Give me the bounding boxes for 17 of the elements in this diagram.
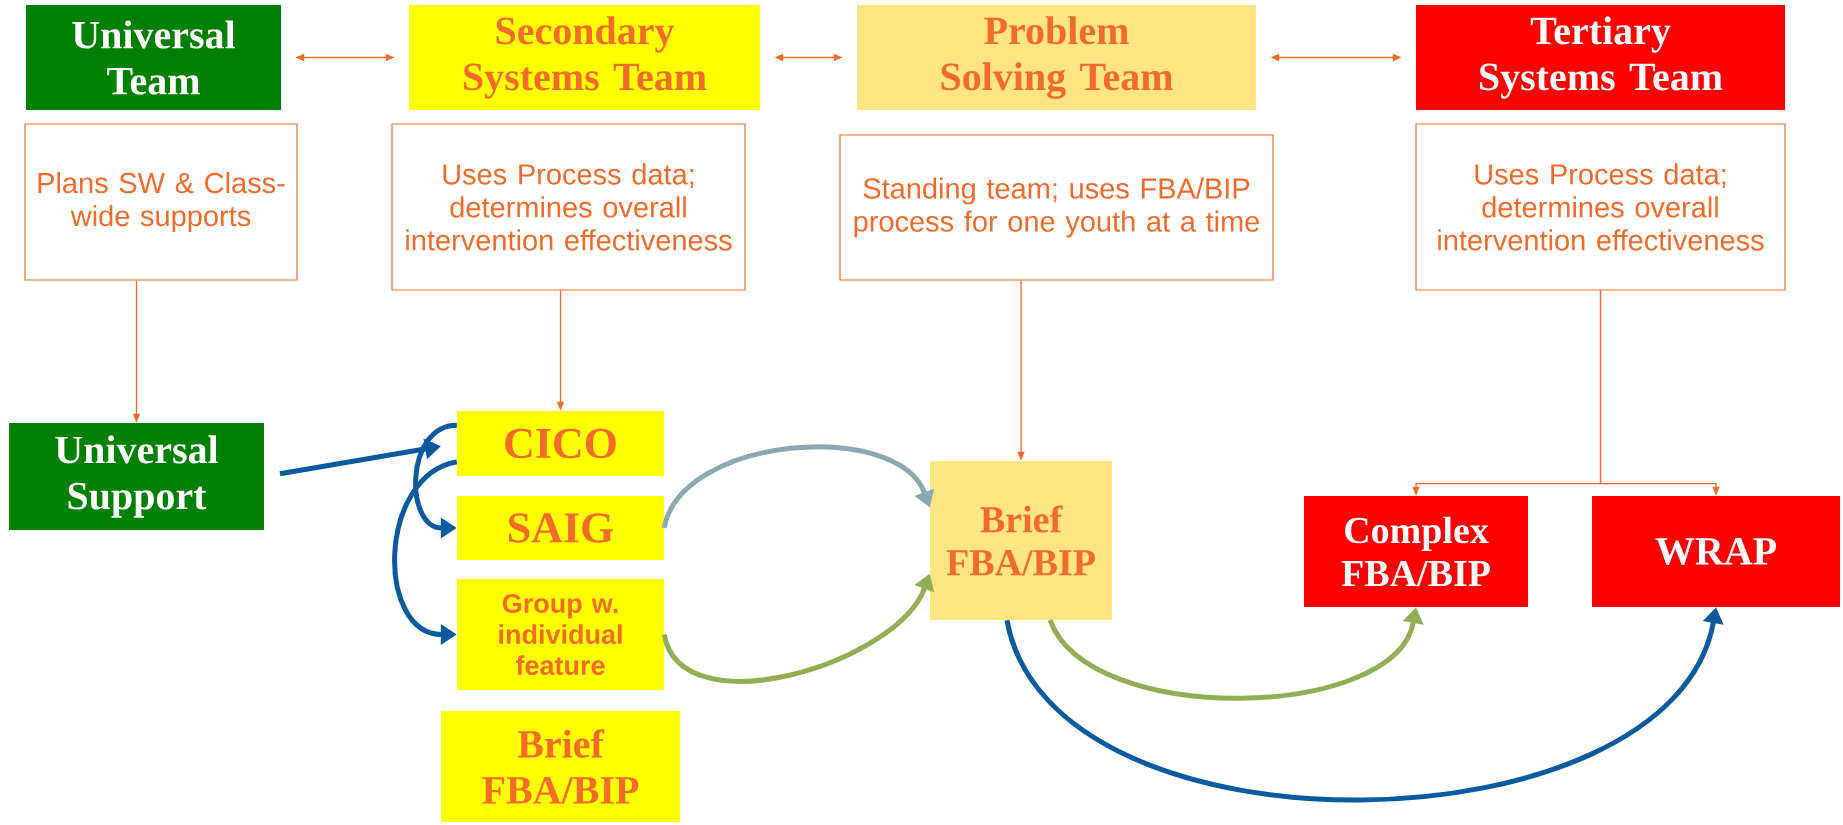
support-box: Universal Support xyxy=(9,423,264,530)
intervention-box: CICO xyxy=(457,411,664,476)
team-box: Problem Solving Team xyxy=(857,5,1256,110)
team-box: Tertiary Systems Team xyxy=(1416,5,1785,110)
intervention-box: Complex FBA/BIP xyxy=(1304,496,1528,607)
intervention-box: WRAP xyxy=(1592,496,1840,607)
description-box: Plans SW & Class-wide supports xyxy=(24,123,298,281)
description-box: Uses Process data; determines overall intervention effectiveness xyxy=(1415,123,1786,291)
intervention-box: Brief FBA/BIP xyxy=(930,461,1112,620)
intervention-box: Brief FBA/BIP xyxy=(441,711,680,822)
arrow xyxy=(661,444,935,529)
team-box: Universal Team xyxy=(26,5,281,110)
team-box: Secondary Systems Team xyxy=(409,5,760,110)
description-box: Uses Process data; determines overall intervention effectiveness xyxy=(391,123,746,291)
description-box: Standing team; uses FBA/BIP process for one youth at a time xyxy=(839,134,1274,281)
intervention-box: SAIG xyxy=(457,496,664,560)
intervention-box: Group w. individual feature xyxy=(457,579,664,690)
